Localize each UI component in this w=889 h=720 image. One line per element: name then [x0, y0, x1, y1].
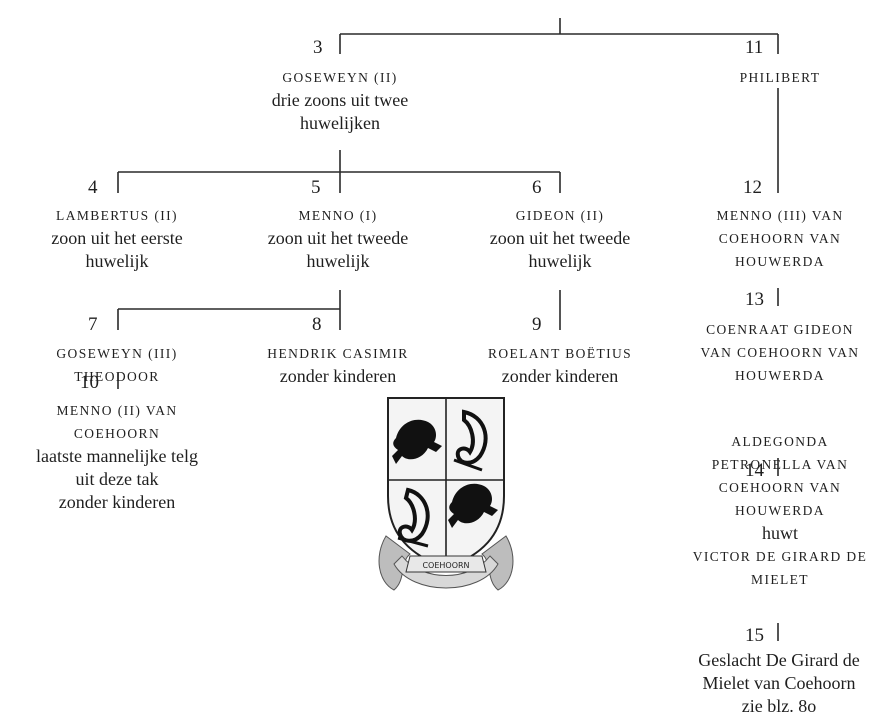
number-4: 4	[88, 177, 98, 198]
node-10: menno (ii) van coehoorn laatste mannelij…	[2, 399, 232, 514]
number-12: 12	[743, 177, 762, 198]
node-8: hendrik casimir zonder kinderen	[228, 342, 448, 388]
node-9-name: roelant boëtius	[487, 346, 633, 361]
node-4-note-1: zoon uit het eerste	[51, 228, 183, 248]
node-13-name-2: van coehoorn van	[700, 345, 860, 360]
node-10-name-1: menno (ii) van	[56, 403, 178, 418]
node-15-note-2: Mielet van Coehoorn	[702, 673, 856, 693]
node-12-name-2: coehoorn van	[718, 231, 842, 246]
node-3-note-2: huwelijken	[300, 113, 380, 133]
node-10-note-3: zonder kinderen	[58, 492, 176, 512]
node-12-name-3: houwerda	[735, 254, 825, 269]
node-6-note-2: huwelijk	[528, 251, 592, 271]
node-14-name-1: aldegonda	[731, 434, 829, 449]
node-14-spouse-2: mielet	[751, 572, 809, 587]
node-3: goseweyn (ii) drie zoons uit twee huweli…	[230, 66, 450, 135]
number-8: 8	[312, 314, 322, 335]
coat-of-arms-emblem: COEHOORN	[378, 397, 514, 591]
node-14-name-4: houwerda	[735, 503, 825, 518]
number-5: 5	[311, 177, 321, 198]
node-7-name-2: theodoor	[74, 369, 160, 384]
number-11: 11	[745, 37, 764, 58]
node-6: gideon (ii) zoon uit het tweede huwelijk	[450, 204, 670, 273]
node-10-note-2: uit deze tak	[75, 469, 159, 489]
node-14-spouse-1: victor de girard de	[692, 549, 868, 564]
node-9: roelant boëtius zonder kinderen	[450, 342, 670, 388]
crest-motto: COEHOORN	[422, 561, 469, 570]
number-10: 10	[80, 372, 99, 393]
number-14: 14	[745, 460, 764, 481]
node-8-note: zonder kinderen	[279, 366, 397, 386]
node-15: Geslacht De Girard de Mielet van Coehoor…	[672, 649, 886, 718]
number-9: 9	[532, 314, 542, 335]
node-11: philibert	[700, 66, 860, 89]
node-4-name: lambertus (ii)	[56, 208, 178, 223]
node-7-name-1: goseweyn (iii)	[56, 346, 178, 361]
node-11-name: philibert	[739, 70, 821, 85]
node-8-name: hendrik casimir	[267, 346, 409, 361]
node-10-name-2: coehoorn	[73, 426, 161, 441]
node-5-note-1: zoon uit het tweede	[267, 228, 409, 248]
node-7: goseweyn (iii) theodoor	[2, 342, 232, 388]
node-14-marries: huwt	[762, 523, 798, 543]
node-5-name: menno (i)	[298, 208, 378, 223]
node-10-note-1: laatste mannelijke telg	[36, 446, 198, 466]
node-4-note-2: huwelijk	[85, 251, 149, 271]
node-14-name-2: petronella van	[711, 457, 849, 472]
node-12: menno (iii) van coehoorn van houwerda	[682, 204, 878, 273]
number-3: 3	[313, 37, 323, 58]
node-13: coenraat gideon van coehoorn van houwerd…	[682, 318, 878, 387]
node-14: aldegonda petronella van coehoorn van ho…	[682, 430, 878, 591]
node-15-note-3: zie blz. 8o	[741, 696, 817, 716]
node-14-name-3: coehoorn van	[718, 480, 842, 495]
node-3-name: goseweyn (ii)	[282, 70, 398, 85]
node-6-name: gideon (ii)	[515, 208, 605, 223]
node-4: lambertus (ii) zoon uit het eerste huwel…	[2, 204, 232, 273]
node-13-name-3: houwerda	[735, 368, 825, 383]
node-3-note-1: drie zoons uit twee	[271, 90, 409, 110]
number-15: 15	[745, 625, 764, 646]
node-5: menno (i) zoon uit het tweede huwelijk	[228, 204, 448, 273]
node-15-note-1: Geslacht De Girard de	[698, 650, 860, 670]
number-6: 6	[532, 177, 542, 198]
node-5-note-2: huwelijk	[306, 251, 370, 271]
node-9-note: zonder kinderen	[501, 366, 619, 386]
node-12-name-1: menno (iii) van	[716, 208, 844, 223]
number-13: 13	[745, 289, 764, 310]
node-6-note-1: zoon uit het tweede	[489, 228, 631, 248]
node-13-name-1: coenraat gideon	[706, 322, 854, 337]
number-7: 7	[88, 314, 98, 335]
